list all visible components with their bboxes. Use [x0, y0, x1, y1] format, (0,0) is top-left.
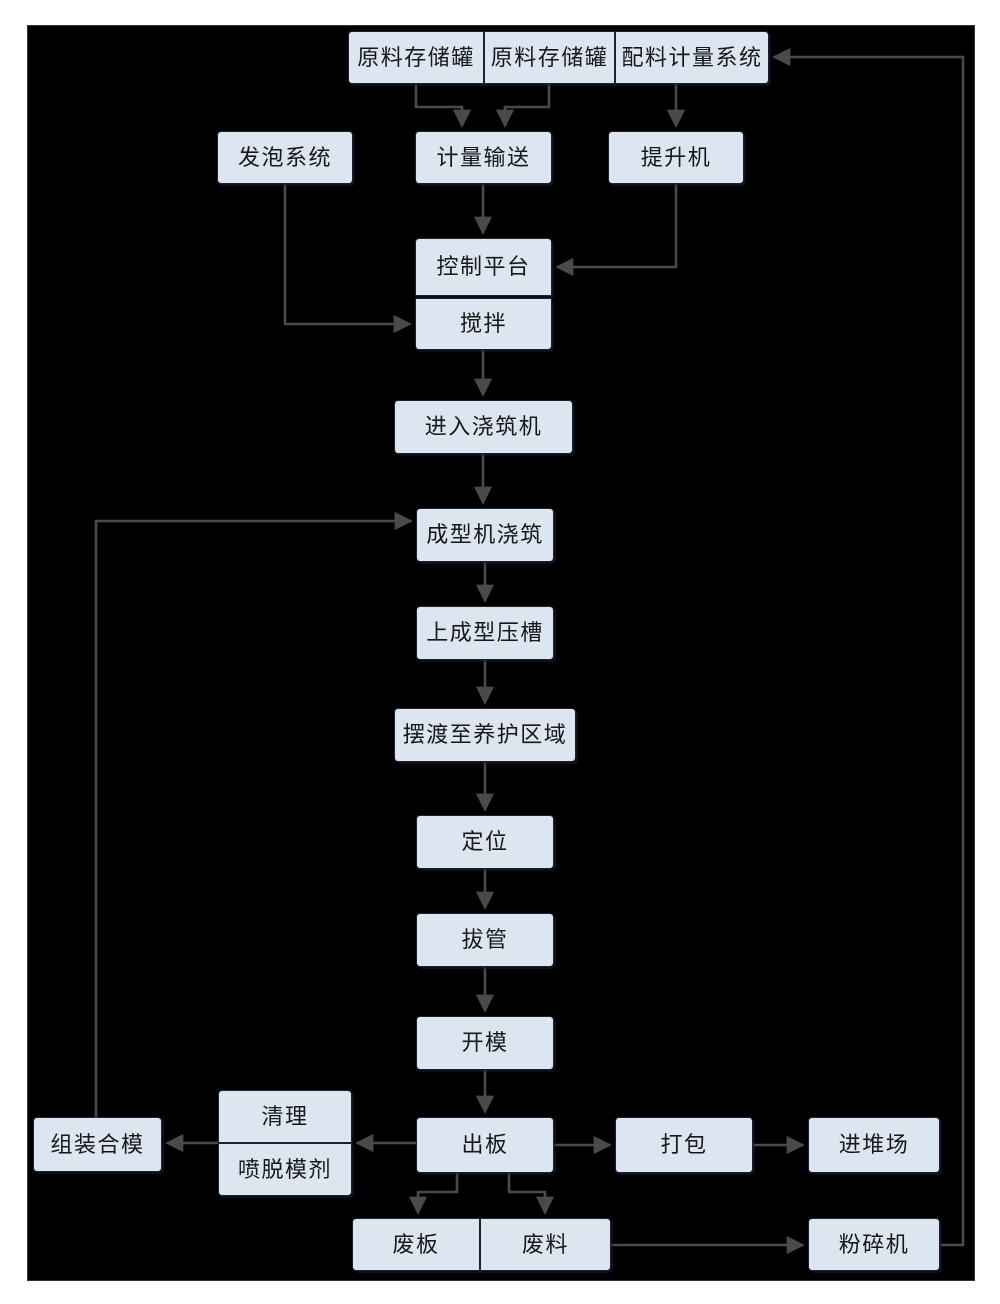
node-label: 打包 [660, 1132, 708, 1157]
node-clean[interactable]: 清理 [218, 1090, 352, 1143]
node-waste_brd[interactable]: 废板 [352, 1218, 480, 1271]
node-crusher[interactable]: 粉碎机 [808, 1218, 940, 1271]
node-press[interactable]: 上成型压槽 [416, 606, 554, 660]
node-hoist[interactable]: 提升机 [608, 131, 744, 184]
node-spray[interactable]: 喷脱模剂 [218, 1143, 352, 1196]
node-tank2[interactable]: 原料存储罐 [484, 31, 615, 84]
node-label: 拔管 [461, 927, 509, 952]
node-label: 出板 [461, 1132, 509, 1157]
node-label: 清理 [261, 1103, 309, 1129]
node-ferry[interactable]: 摆渡至养护区域 [394, 708, 576, 762]
node-label: 搅拌 [459, 311, 507, 336]
node-label: 废板 [392, 1231, 440, 1257]
node-label: 原料存储罐 [490, 44, 609, 70]
node-label: 配料计量系统 [621, 44, 763, 70]
node-label: 进入浇筑机 [424, 414, 543, 439]
node-tank1[interactable]: 原料存储罐 [348, 31, 484, 84]
node-yard[interactable]: 进堆场 [808, 1117, 940, 1173]
node-label: 进堆场 [838, 1132, 910, 1157]
node-pull_pipe[interactable]: 拔管 [416, 913, 554, 967]
node-waste_mat[interactable]: 废料 [480, 1218, 611, 1271]
node-label: 废料 [521, 1231, 569, 1257]
node-label: 上成型压槽 [426, 620, 544, 645]
node-label: 定位 [461, 829, 509, 854]
node-label: 控制平台 [436, 254, 531, 279]
node-mixing[interactable]: 搅拌 [415, 298, 552, 350]
node-packing[interactable]: 打包 [615, 1117, 753, 1173]
node-label: 计量输送 [436, 144, 531, 170]
node-label: 组装合模 [50, 1131, 145, 1157]
node-out_board[interactable]: 出板 [416, 1117, 554, 1173]
node-label: 成型机浇筑 [426, 522, 544, 547]
node-label: 原料存储罐 [357, 44, 475, 70]
node-mold_cast[interactable]: 成型机浇筑 [416, 508, 554, 562]
node-label: 提升机 [640, 144, 712, 170]
node-control[interactable]: 控制平台 [415, 238, 552, 296]
node-dosing[interactable]: 配料计量系统 [615, 31, 769, 84]
node-enter_cast[interactable]: 进入浇筑机 [394, 400, 573, 454]
node-demold[interactable]: 开模 [416, 1016, 554, 1070]
node-label: 摆渡至养护区域 [402, 722, 568, 747]
node-position[interactable]: 定位 [416, 815, 554, 869]
node-foaming[interactable]: 发泡系统 [217, 131, 353, 184]
node-assemble[interactable]: 组装合模 [33, 1117, 162, 1172]
node-label: 开模 [461, 1030, 509, 1055]
node-label: 喷脱模剂 [237, 1156, 332, 1182]
node-label: 发泡系统 [237, 144, 332, 170]
node-conveying[interactable]: 计量输送 [415, 131, 552, 184]
node-label: 粉碎机 [838, 1231, 910, 1257]
